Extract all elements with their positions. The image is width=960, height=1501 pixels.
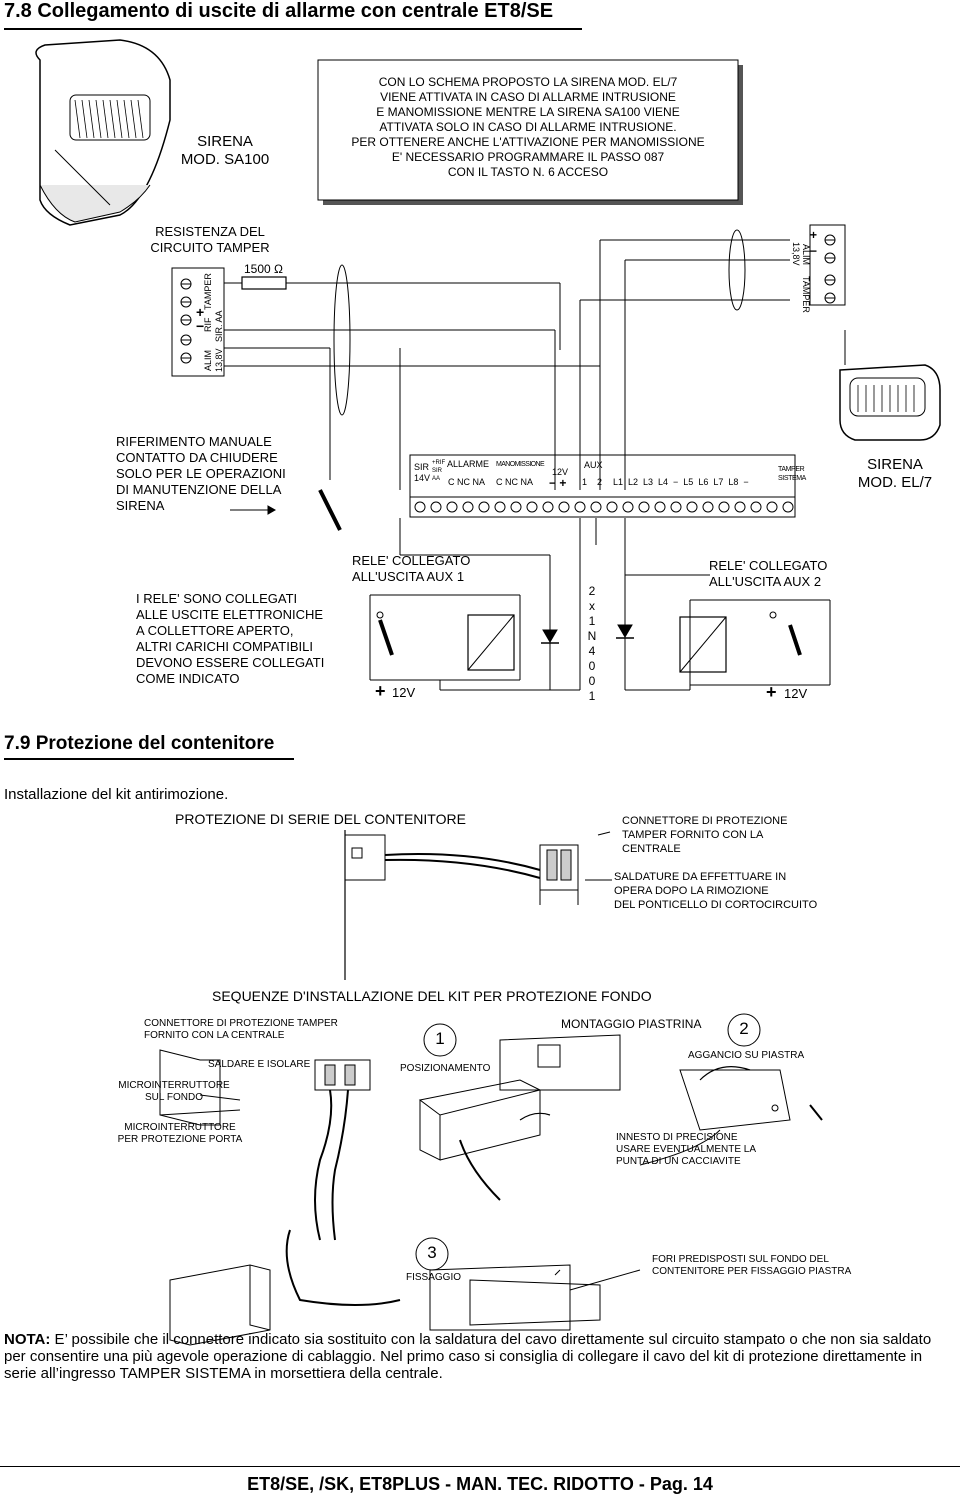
- plus-left: +: [375, 681, 386, 701]
- siren-sa100-drawing: [35, 39, 171, 226]
- manual-ref-text: RIFERIMENTO MANUALE CONTATTO DA CHIUDERE…: [116, 434, 286, 513]
- board-sir-label: SIR 14V: [414, 462, 431, 483]
- series-protection-drawing: [344, 830, 612, 980]
- board-aux-pins: 1 2: [582, 477, 603, 487]
- left-terminal-screws: [180, 278, 192, 364]
- board-screws: [414, 501, 794, 513]
- v12-left: 12V: [392, 685, 416, 700]
- micro-fondo-label: MICROINTERRUTTORE SUL FONDO: [118, 1080, 230, 1103]
- board-12v-label: 12V: [552, 467, 569, 477]
- right-138-label: 13,8V: [791, 242, 801, 266]
- posizionamento-label: POSIZIONAMENTO: [400, 1063, 491, 1074]
- saldature-label: SALDATURE DA EFFETTUARE IN OPERA DOPO LA…: [614, 871, 818, 911]
- fissaggio-label: FISSAGGIO: [406, 1272, 462, 1283]
- montaggio-label: MONTAGGIO PIASTRINA: [561, 1017, 702, 1031]
- left-alim-label: ALIM: [203, 349, 213, 371]
- left-rif-label: RIF: [203, 317, 213, 333]
- right-tamper-label: TAMPER: [801, 276, 811, 313]
- micro-porta-label: MICROINTERRUTTORE PER PROTEZIONE PORTA: [117, 1122, 243, 1145]
- fori-label: FORI PREDISPOSTI SUL FONDO DEL CONTENITO…: [652, 1254, 852, 1277]
- right-alim-label: ALIM: [801, 244, 811, 266]
- diode-spec: 2 x 1 N 4 0 0 1: [587, 584, 597, 703]
- sequenze-title: SEQUENZE D'INSTALLAZIONE DEL KIT PER PRO…: [212, 988, 652, 1004]
- left-tamper-label: TAMPER: [203, 273, 213, 310]
- saldare-label: SALDARE E ISOLARE: [208, 1059, 311, 1070]
- footer-text: ET8/SE, /SK, ET8PLUS - MAN. TEC. RIDOTTO…: [247, 1474, 713, 1494]
- v12-right: 12V: [784, 686, 808, 701]
- rele1-label: RELE' COLLEGATO ALL'USCITA AUX 1: [352, 553, 471, 584]
- board-rif-label: +RIF SIR AA: [432, 460, 446, 482]
- conn-prot-label: CONNETTORE DI PROTEZIONE TAMPER FORNITO …: [622, 815, 788, 855]
- rele-note: I RELE' SONO COLLEGATI ALLE USCITE ELETT…: [136, 591, 325, 686]
- board-12v-pins: − +: [549, 476, 567, 490]
- sa100-label: SIRENA MOD. SA100: [180, 133, 270, 168]
- resistor-value: 1500 Ω: [244, 262, 283, 276]
- footer-rule: [0, 1466, 960, 1467]
- left-plus-sign: +: [196, 304, 205, 320]
- section-title-7-8: 7.8 Collegamento di uscite di allarme co…: [4, 0, 554, 22]
- right-minus-sign: −: [810, 244, 818, 258]
- step3-drawing: [169, 1229, 641, 1346]
- nota-text: E’ possibile che il connettore indicato …: [4, 1331, 932, 1382]
- el7-label: SIRENA MOD. EL/7: [857, 456, 933, 491]
- siren-el7-drawing: [839, 330, 941, 441]
- nota-paragraph: NOTA: E’ possibile che il connettore ind…: [4, 1331, 954, 1382]
- right-terminal-screws: [824, 234, 836, 304]
- fondo-micro-drawing: [159, 1049, 371, 1241]
- conn-tamper-label: CONNETTORE DI PROTEZIONE TAMPER FORNITO …: [144, 1018, 338, 1041]
- board-allarme-pins: C NC NA: [448, 477, 486, 487]
- section-title-7-9: 7.9 Protezione del contenitore: [4, 733, 274, 755]
- left-138-label: 13,8V: [214, 348, 224, 372]
- step-1-number: 1: [435, 1029, 445, 1048]
- rele2-label: RELE' COLLEGATO ALL'USCITA AUX 2: [709, 558, 828, 589]
- step-2-number: 2: [739, 1019, 749, 1038]
- resistor-1500: [241, 276, 287, 290]
- innesto-label: INNESTO DI PRECISIONE USARE EVENTUALMENT…: [616, 1132, 757, 1167]
- left-minus-sign: −: [196, 318, 205, 334]
- board-aux-label: AUX: [584, 460, 603, 470]
- board-tamper-sistema: TAMPER SISTEMA: [778, 466, 806, 482]
- step1-drawing: [418, 1034, 621, 1201]
- board-mano-pins: C NC NA: [496, 477, 534, 487]
- left-sir-aa-label: SIR. AA: [214, 310, 224, 342]
- right-plus-sign: +: [810, 228, 818, 242]
- step-3-number: 3: [427, 1243, 437, 1262]
- title-underline: [4, 28, 582, 30]
- intro-text: Installazione del kit antirimozione.: [4, 786, 229, 803]
- board-lines-label: L1 L2 L3 L4 − L5 L6 L7 L8 −: [613, 477, 749, 487]
- aggancio-label: AGGANCIO SU PIASTRA: [688, 1050, 805, 1061]
- section-title-7-9-text: 7.9 Protezione del contenitore: [4, 733, 275, 754]
- plus-right: +: [766, 682, 777, 702]
- title-underline: [4, 758, 294, 760]
- board-allarme-label: ALLARME: [447, 459, 490, 469]
- note-box-text: CON LO SCHEMA PROPOSTO LA SIRENA MOD. EL…: [351, 75, 705, 179]
- resistor-label: RESISTENZA DEL CIRCUITO TAMPER: [150, 224, 270, 255]
- serie-label: PROTEZIONE DI SERIE DEL CONTENITORE: [175, 811, 466, 827]
- note-box: [317, 59, 739, 201]
- step2-drawing: [639, 1066, 823, 1166]
- board-manomissione-label: MANOMISSIONE: [496, 461, 545, 468]
- nota-label: NOTA:: [4, 1331, 51, 1348]
